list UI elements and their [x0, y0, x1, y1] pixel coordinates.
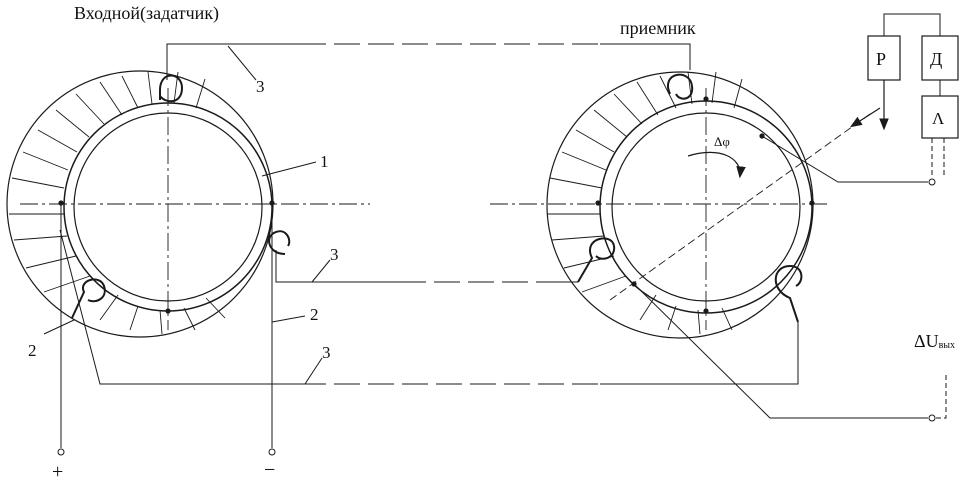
label-amp-box: Λ [932, 109, 945, 128]
receiver-node-right [809, 200, 815, 206]
receiver-hook-left [577, 237, 616, 283]
label-1: 1 [320, 152, 329, 171]
wire-middle [275, 250, 400, 283]
label-3-bottom: 3 [322, 343, 331, 362]
label-3-top: 3 [256, 77, 265, 96]
receiver-stator-outer [546, 71, 814, 339]
leader-2-mid [271, 315, 306, 323]
transmitter-node-bottom [165, 308, 171, 314]
input-arrow [849, 107, 881, 128]
receiver-machine [490, 71, 871, 339]
label-2-left: 2 [28, 341, 37, 360]
transmitter-stator-slots [9, 71, 226, 335]
label-plus: + [52, 461, 63, 481]
block-link-top [883, 13, 941, 36]
transmitter-hook-top [159, 74, 184, 103]
label-3-mid: 3 [330, 245, 339, 264]
output-lead-bottom [633, 283, 928, 419]
connecting-wires [43, 43, 947, 456]
label-2-mid: 2 [310, 305, 319, 324]
wire-top-right [600, 43, 691, 70]
label-d-box: Д [930, 49, 942, 69]
leader-2-left [43, 319, 75, 335]
receiver-node-left [595, 200, 601, 206]
transmitter-hook-right [268, 230, 291, 255]
transmitter-hook-left [71, 278, 106, 319]
label-delta-u: ΔUвых [914, 331, 955, 351]
receiver-node-bottom [703, 308, 709, 314]
delta-phi-arc [687, 151, 746, 179]
receiver-rotated-axis [609, 113, 871, 301]
transmitter-axes [20, 88, 370, 330]
receiver-hook-top [667, 73, 694, 100]
label-delta-phi: Δφ [714, 134, 730, 149]
label-minus: − [264, 459, 275, 481]
receiver-axes [490, 88, 830, 330]
leader-1 [261, 161, 317, 177]
label-delta-u-sub: вых [939, 340, 955, 351]
transmitter-machine [6, 70, 370, 338]
leader-3-bottom [304, 357, 323, 385]
terminal-minus [268, 448, 276, 456]
terminal-plus [57, 448, 65, 456]
receiver-node-top [703, 96, 709, 102]
terminal-out-top [928, 178, 936, 186]
terminal-out-bottom [928, 414, 936, 422]
input-title: Входной(задатчик) [74, 3, 219, 24]
delta-u-dashed [936, 372, 947, 419]
label-p-box: Р [876, 49, 886, 69]
leader-3-top [227, 45, 257, 81]
leader-3-mid [311, 259, 331, 283]
receiver-title: приемник [620, 18, 696, 38]
wire-top [166, 43, 300, 80]
output-lead-top [761, 135, 928, 183]
control-blocks [849, 13, 959, 178]
wire-bottom [59, 229, 300, 385]
receiver-hook-right [774, 264, 803, 323]
wire-bottom-right [600, 322, 799, 385]
